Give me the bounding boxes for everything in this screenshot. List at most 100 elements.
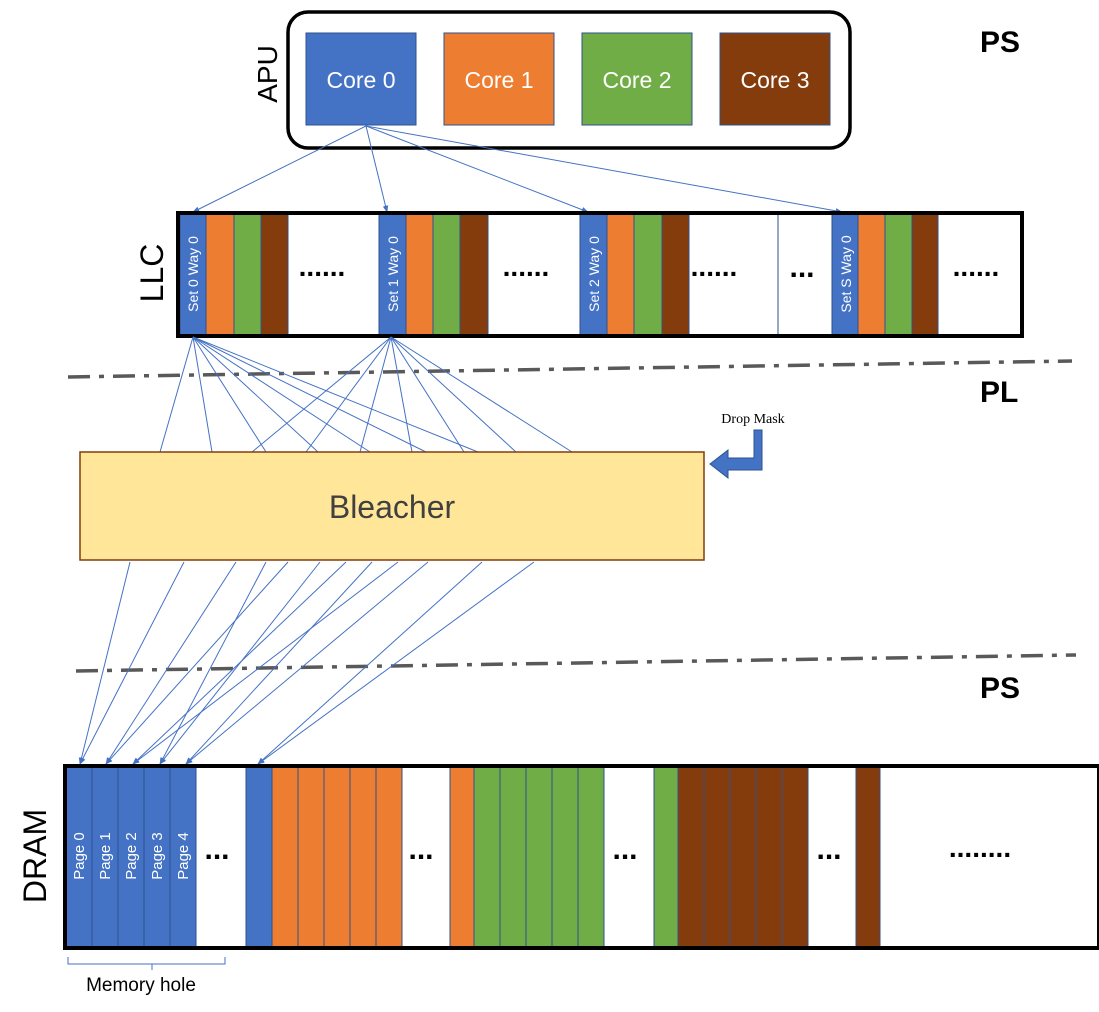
dram-page-1: [91, 765, 119, 949]
arrow-to-page-n: [257, 561, 483, 765]
fan-line: [390, 336, 573, 453]
fan-line: [390, 336, 413, 453]
llc-set1-way3: [459, 213, 489, 336]
fan-line: [251, 336, 392, 453]
fan-line: [390, 336, 517, 453]
dram-page-green: [551, 765, 579, 949]
llc-ellipsis-3: ......: [953, 251, 1000, 282]
llc-frame: [176, 211, 1024, 338]
fan-line: [192, 336, 267, 453]
fan-line: [192, 336, 371, 453]
llc-ellipsis-2: ......: [691, 251, 738, 282]
arrow-to-page1: [105, 561, 289, 765]
dram-page-orange: [271, 765, 299, 949]
memory-hole-bracket: [67, 957, 226, 970]
dram-ellipsis-brown: ...: [816, 833, 841, 866]
divider-pl-ps: [75, 653, 1077, 673]
dram-ellipsis-orange: ...: [408, 833, 433, 866]
llc-set2-way1: [606, 213, 635, 336]
core-1-box: [443, 32, 555, 126]
dram-page-brown: [703, 765, 731, 949]
llc-set2-label: Set 2 Way 0: [586, 236, 602, 312]
llc-set1-label: Set 1 Way 0: [385, 236, 401, 312]
arrow-to-page4: [185, 561, 373, 765]
region-label-ps-bottom: PS: [980, 672, 1020, 705]
llc-set2-way3: [661, 213, 690, 336]
drop-mask-arrow-icon: [709, 429, 763, 480]
fan-line: [192, 336, 213, 453]
apu-frame: [286, 10, 852, 150]
dram-page-orange: [375, 765, 403, 949]
core-3-label: Core 3: [740, 67, 809, 93]
llc-set1-way1: [405, 213, 434, 336]
region-label-pl: PL: [980, 376, 1018, 409]
dram-page-orange: [297, 765, 325, 949]
llc-block: LLC Set 0 Way 0 ...... Set 1 Way 0 .....…: [134, 211, 1024, 338]
llc-set2-way2: [633, 213, 663, 336]
dram-page-brown: [755, 765, 783, 949]
dram-frame: [63, 764, 1099, 950]
bleacher-box: [79, 451, 705, 561]
dram-page-brown: [781, 765, 809, 949]
core-1: Core 1: [443, 32, 555, 126]
llc-sets-way3: [911, 213, 939, 336]
llc-sets-way1: [857, 213, 886, 336]
drop-mask-label: Drop Mask: [721, 412, 784, 427]
arrow-to-page0: [79, 561, 185, 765]
core-2: Core 2: [581, 32, 693, 126]
dram-page-brown: [729, 765, 757, 949]
arrow-to-page3: [159, 561, 321, 765]
dram-page-blue-last: [245, 765, 273, 949]
core-0-label: Core 0: [326, 67, 395, 93]
core0-to-llc-arrows: [192, 125, 843, 214]
dram-page-4-label: Page 4: [175, 832, 192, 880]
drop-mask: Drop Mask: [709, 412, 785, 480]
core-3: Core 3: [719, 32, 831, 126]
fan-line: [192, 336, 479, 453]
dram-gap-blue: [195, 765, 247, 949]
llc-set0-way1: [205, 213, 235, 336]
core-2-box: [581, 32, 693, 126]
arrow-core0-set0: [192, 125, 367, 213]
llc-ellipsis-1: ......: [503, 251, 550, 282]
llc-set0-way0: [179, 213, 207, 336]
fan-line: [159, 336, 194, 453]
dram-page-orange-last: [449, 765, 475, 949]
memory-hole-label: Memory hole: [86, 975, 196, 996]
arrow-to-page4: [185, 561, 429, 765]
fan-line: [305, 336, 392, 453]
core-0: Core 0: [305, 32, 417, 126]
dram-page-green: [473, 765, 501, 949]
dram-page-green-last: [653, 765, 679, 949]
core-2-label: Core 2: [602, 67, 671, 93]
dram-page-1-label: Page 1: [97, 832, 114, 880]
llc-sets-way2: [884, 213, 913, 336]
arrow-to-page2: [132, 561, 399, 765]
dram-page-0-label: Page 0: [71, 832, 88, 880]
fan-line: [192, 336, 427, 453]
llc-set0-way3: [260, 213, 289, 336]
dram-page-2-label: Page 2: [123, 832, 140, 880]
core-1-label: Core 1: [464, 67, 533, 93]
llc-ellipsis-small: ...: [789, 251, 814, 284]
dram-page-brown-last: [855, 765, 881, 949]
fan-line: [390, 336, 465, 453]
llc-set1-way2: [432, 213, 461, 336]
bleacher-block: Bleacher: [79, 451, 705, 561]
core-3-box: [719, 32, 831, 126]
fan-line: [359, 336, 392, 453]
dram-ellipsis-main: ........: [949, 832, 1011, 863]
arrow-to-page-n: [257, 561, 535, 765]
dram-page-green: [525, 765, 553, 949]
arrow-to-page1: [105, 561, 237, 765]
arrow-core0-set1: [365, 125, 389, 213]
dram-label: DRAM: [17, 809, 53, 903]
dram-page-3-label: Page 3: [149, 832, 166, 880]
dram-page-orange: [349, 765, 377, 949]
core-0-box: [305, 32, 417, 126]
dram-ellipsis-blue: ...: [204, 833, 229, 866]
arrow-core0-set2: [365, 125, 589, 213]
llc-to-bleacher-lines: [159, 336, 573, 453]
llc-ellipsis-0: ......: [299, 251, 346, 282]
